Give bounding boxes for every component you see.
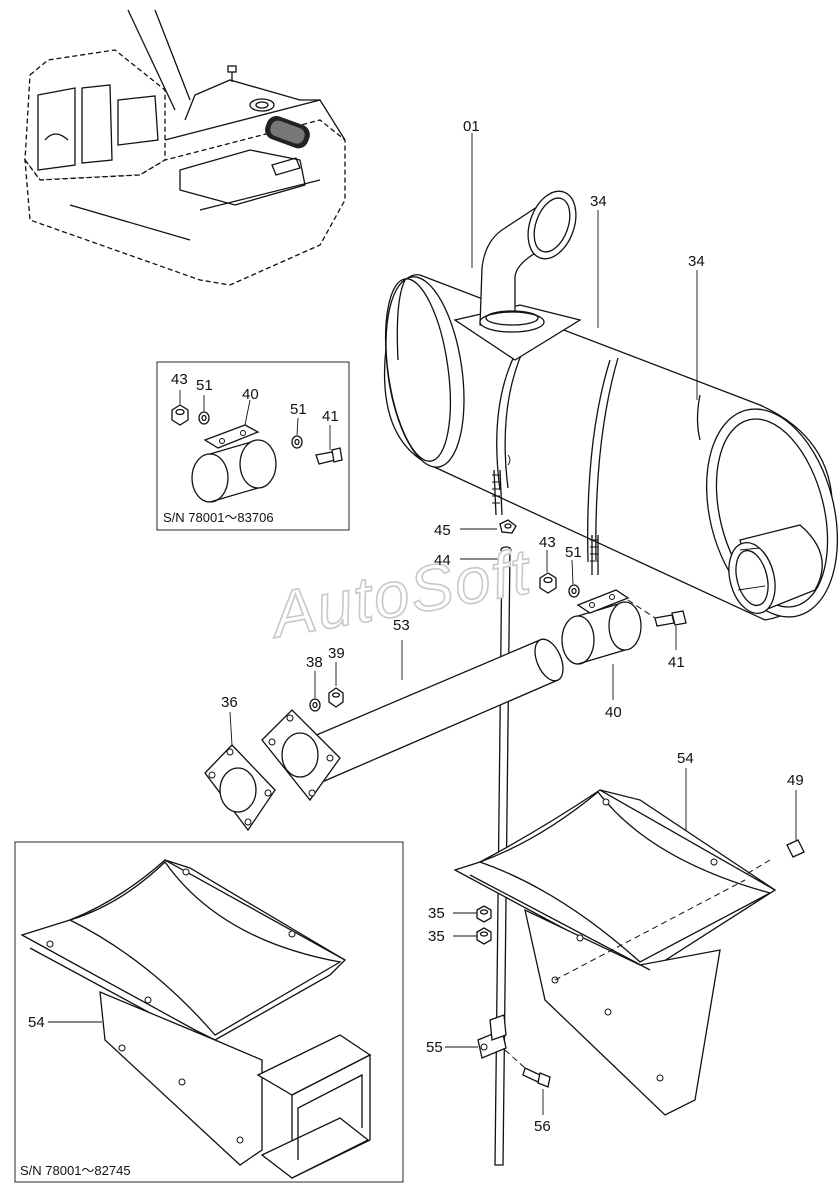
support-bracket-right: [445, 768, 805, 1116]
part-number-labels: 01 34 34 43 51 40 51 41 S/N 78001～83706 …: [20, 118, 804, 1178]
part-label-01: 01: [463, 118, 480, 135]
part-label-53-exhaust-pipe: 53: [393, 617, 410, 634]
part-label-41-bolt: 41: [668, 654, 685, 671]
part-label-34-band-front: 34: [590, 193, 607, 210]
watermark: AutoSoft: [262, 534, 538, 653]
inset-label-51-washer-left: 51: [196, 377, 213, 394]
part-label-39-nut: 39: [328, 645, 345, 662]
excavator-locator-illustration: [24, 9, 346, 286]
watermark-text: AutoSoft: [263, 535, 537, 652]
part-label-36-gasket: 36: [221, 694, 238, 711]
part-label-45-washer: 45: [434, 522, 451, 539]
exhaust-pipe-and-gasket: [204, 638, 564, 832]
muffler-assembly: [383, 133, 839, 621]
part-label-55-clip: 55: [426, 1039, 443, 1056]
part-label-51-washer: 51: [565, 544, 582, 561]
inset-label-43-nut: 43: [171, 371, 188, 388]
inset-label-54-bracket: 54: [28, 1014, 45, 1031]
inset-top-serial-note: S/N 78001～83706: [163, 510, 274, 525]
inset-label-40-clamp: 40: [242, 386, 259, 403]
part-label-34-band-rear: 34: [688, 253, 705, 270]
part-label-35-nut-lower: 35: [428, 928, 445, 945]
part-label-40-clamp: 40: [605, 704, 622, 721]
part-label-44-rod: 44: [434, 552, 451, 569]
inset-label-41-bolt: 41: [322, 408, 339, 425]
part-label-35-nut-upper: 35: [428, 905, 445, 922]
part-label-43-nut: 43: [539, 534, 556, 551]
part-label-56-bolt: 56: [534, 1118, 551, 1135]
inset-bottom-serial-note: S/N 78001～82745: [20, 1163, 131, 1178]
inset-clamp-detail: [156, 361, 350, 531]
part-label-54-bracket: 54: [677, 750, 694, 767]
inset-label-51-washer-right: 51: [290, 401, 307, 418]
part-label-38-washer: 38: [306, 654, 323, 671]
part-label-49-bolt: 49: [787, 772, 804, 789]
inset-bracket-detail: [14, 841, 404, 1183]
